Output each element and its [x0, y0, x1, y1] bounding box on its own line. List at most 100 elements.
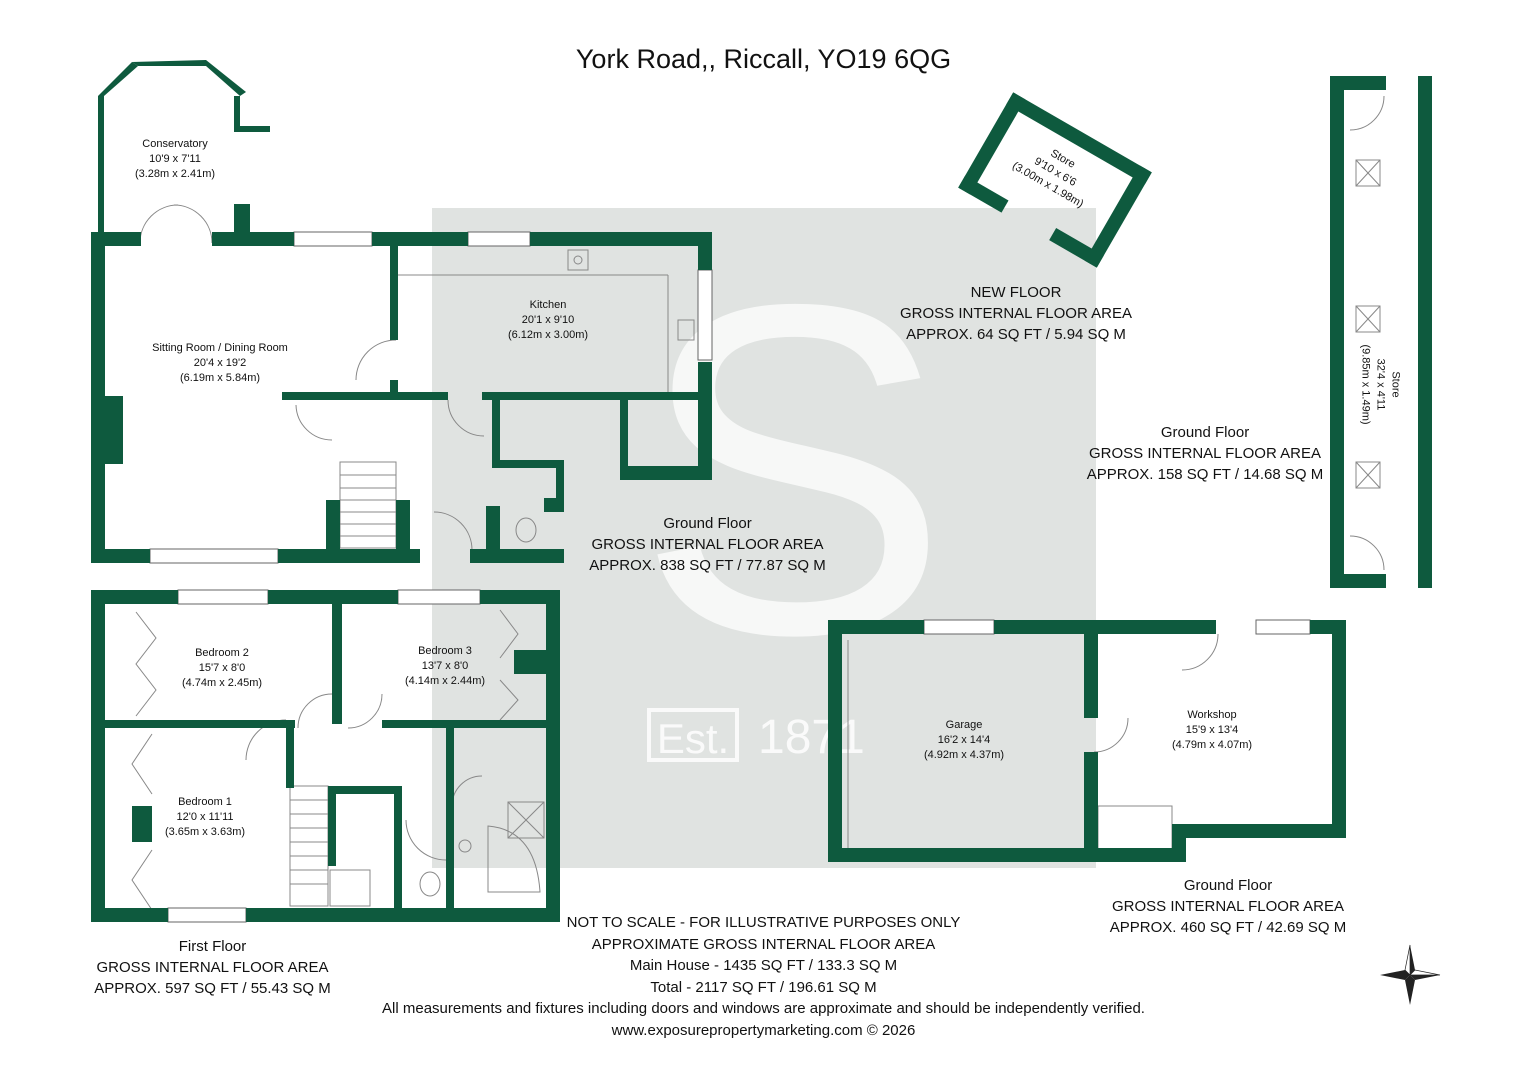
note-total: Total - 2117 SQ FT / 196.61 SQ M	[650, 978, 877, 996]
door-swing	[173, 204, 213, 244]
wardrobe-doors	[499, 609, 519, 659]
door-swing	[1349, 535, 1385, 571]
area-floor-name: Ground Floor	[663, 515, 752, 532]
wardrobe-doors	[499, 679, 519, 721]
door-swing	[297, 693, 333, 729]
note-main-house: Main House - 1435 SQ FT / 133.3 SQ M	[629, 957, 898, 974]
area-value: APPROX. 158 SQ FT / 14.68 SQ M	[1086, 466, 1324, 483]
area-label: GROSS INTERNAL FLOOR AREA	[591, 536, 824, 553]
door-swing	[1349, 95, 1385, 131]
room-label-kitchen: Kitchen 20'1 x 9'10 (6.12m x 3.00m)	[488, 298, 608, 343]
room-name: Workshop	[1187, 709, 1237, 721]
area-main-ground-floor: Ground Floor GROSS INTERNAL FLOOR AREA A…	[560, 513, 855, 576]
room-metric: (9.85m x 1.49m)	[1359, 344, 1372, 425]
room-metric: (6.12m x 3.00m)	[507, 329, 589, 341]
toilet-icon	[515, 517, 537, 543]
area-store-ground-floor: Ground Floor GROSS INTERNAL FLOOR AREA A…	[1066, 422, 1344, 485]
area-new-floor: NEW FLOOR GROSS INTERNAL FLOOR AREA APPR…	[880, 282, 1152, 345]
area-label: GROSS INTERNAL FLOOR AREA	[900, 305, 1132, 322]
note-not-to-scale: NOT TO SCALE - FOR ILLUSTRATIVE PURPOSES…	[566, 914, 961, 931]
area-label: GROSS INTERNAL FLOOR AREA	[1089, 445, 1321, 462]
room-dims: 32'4 x 4'11	[1374, 358, 1387, 411]
watermark-panel	[432, 208, 1096, 868]
area-first-floor: First Floor GROSS INTERNAL FLOOR AREA AP…	[70, 936, 355, 999]
room-metric: (4.74m x 2.45m)	[181, 677, 263, 689]
room-metric: (3.65m x 3.63m)	[164, 826, 246, 838]
watermark-est-badge: Est.	[647, 708, 739, 762]
room-metric: (4.92m x 4.37m)	[923, 749, 1005, 761]
window	[149, 548, 279, 564]
note-disclaimer: All measurements and fixtures including …	[382, 1000, 1145, 1017]
area-value: APPROX. 597 SQ FT / 55.43 SQ M	[94, 980, 331, 997]
room-name: Bedroom 2	[195, 647, 249, 659]
door-swing	[295, 404, 333, 441]
door-swing	[405, 819, 447, 861]
skylight-icon	[1355, 305, 1381, 333]
wardrobe-doors	[135, 611, 157, 717]
room-name: Garage	[945, 719, 983, 731]
area-floor-name: NEW FLOOR	[970, 284, 1062, 301]
room-name: Store	[1389, 371, 1402, 398]
stairs-ground	[339, 461, 397, 549]
room-metric: (4.79m x 4.07m)	[1171, 739, 1253, 751]
door-swing	[355, 339, 397, 381]
room-name: Bedroom 3	[418, 645, 472, 657]
hob-ring	[573, 255, 583, 265]
shower-tray-icon	[507, 801, 545, 839]
room-metric: (3.28m x 2.41m)	[134, 168, 216, 180]
area-value: APPROX. 838 SQ FT / 77.87 SQ M	[589, 557, 826, 574]
area-floor-name: First Floor	[178, 938, 247, 955]
wardrobe-doors	[131, 733, 153, 795]
room-dims: 12'0 x 11'11	[176, 811, 234, 823]
toilet-icon	[419, 871, 441, 897]
compass-rose-icon	[1380, 944, 1441, 1005]
room-name: Sitting Room / Dining Room	[152, 342, 288, 354]
page-title: York Road,, Riccall, YO19 6QG	[575, 44, 952, 74]
room-label-sitting-room: Sitting Room / Dining Room 20'4 x 19'2 (…	[120, 341, 320, 386]
area-floor-name: Ground Floor	[1183, 877, 1273, 894]
window	[923, 619, 995, 635]
room-dims: 10'9 x 7'11	[149, 153, 201, 165]
door-swing	[1093, 717, 1129, 753]
workshop-bench	[1097, 805, 1173, 852]
area-label: GROSS INTERNAL FLOOR AREA	[96, 959, 329, 976]
skylight-icon	[1355, 461, 1381, 489]
bath-icon	[487, 825, 541, 893]
door-swing	[347, 693, 383, 729]
room-label-conservatory: Conservatory 10'9 x 7'11 (3.28m x 2.41m)	[110, 137, 240, 182]
room-name: Bedroom 1	[178, 796, 232, 808]
footer-notes: NOT TO SCALE - FOR ILLUSTRATIVE PURPOSES…	[0, 912, 1527, 1041]
room-dims: 15'9 x 13'4	[1185, 724, 1239, 736]
room-label-store-long: Store 32'4 x 4'11 (9.85m x 1.49m)	[1358, 325, 1403, 445]
window	[697, 269, 713, 361]
watermark-year: 1871	[758, 711, 865, 764]
area-label: GROSS INTERNAL FLOOR AREA	[1112, 898, 1344, 915]
room-dims: 16'2 x 14'4	[937, 734, 991, 746]
area-garage-ground-floor: Ground Floor GROSS INTERNAL FLOOR AREA A…	[1088, 875, 1368, 938]
room-dims: 15'7 x 8'0	[198, 662, 246, 674]
sink-icon	[677, 319, 695, 341]
room-label-bedroom-1: Bedroom 1 12'0 x 11'11 (3.65m x 3.63m)	[145, 795, 265, 840]
hob-icon	[567, 249, 589, 271]
note-website-link[interactable]: www.exposurepropertymarketing.com © 2026	[611, 1021, 916, 1039]
room-dims: 20'1 x 9'10	[521, 314, 575, 326]
basin-icon	[458, 839, 472, 853]
room-label-bedroom-3: Bedroom 3 13'7 x 8'0 (4.14m x 2.44m)	[385, 644, 505, 689]
room-label-garage: Garage 16'2 x 14'4 (4.92m x 4.37m)	[904, 718, 1024, 763]
door-swing	[1181, 633, 1219, 671]
wardrobe-doors	[131, 849, 153, 911]
room-label-bedroom-2: Bedroom 2 15'7 x 8'0 (4.74m x 2.45m)	[162, 646, 282, 691]
note-gross-area: APPROXIMATE GROSS INTERNAL FLOOR AREA	[591, 935, 936, 953]
room-dims: 13'7 x 8'0	[421, 660, 469, 672]
area-value: APPROX. 64 SQ FT / 5.94 SQ M	[906, 326, 1126, 343]
room-name: Conservatory	[142, 138, 208, 150]
room-label-workshop: Workshop 15'9 x 13'4 (4.79m x 4.07m)	[1152, 708, 1272, 753]
door-swing	[447, 399, 485, 437]
door-swing	[433, 511, 473, 551]
room-name: Kitchen	[529, 299, 567, 311]
room-metric: (6.19m x 5.84m)	[179, 372, 261, 384]
door-swing	[139, 204, 179, 244]
window	[177, 589, 269, 605]
door-swing	[451, 775, 483, 807]
